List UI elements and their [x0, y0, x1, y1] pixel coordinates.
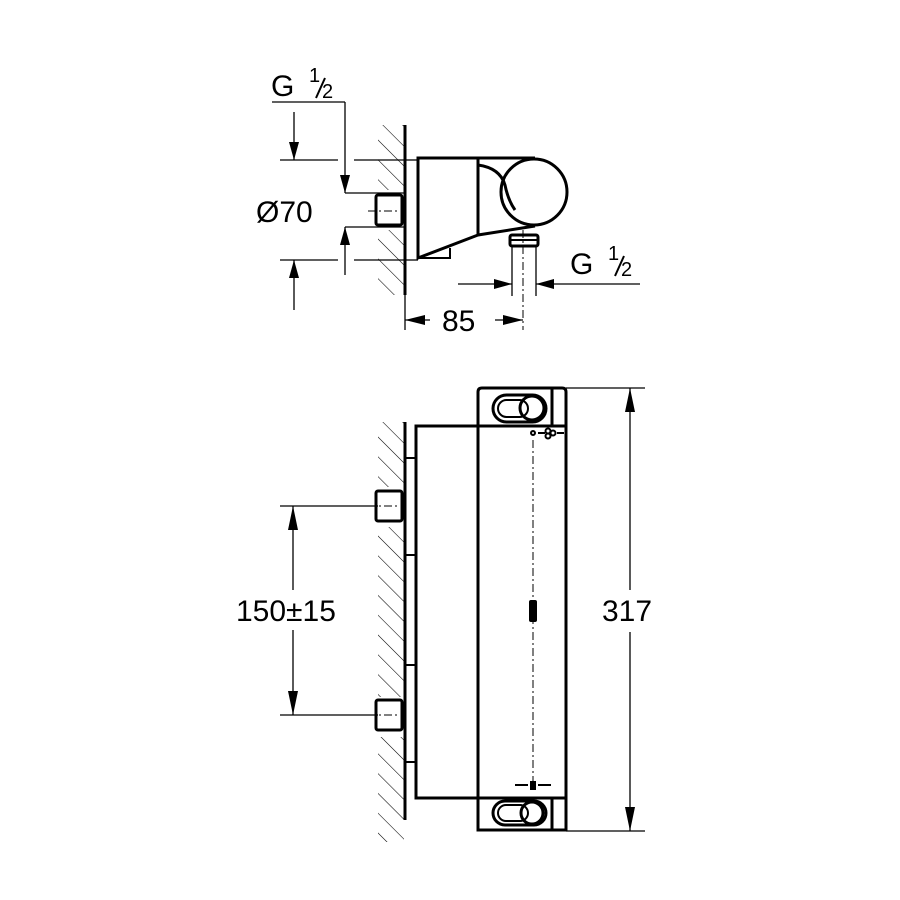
side-view: G 1 2 Ø70 85	[256, 65, 640, 338]
dim-lower-ref	[280, 259, 405, 310]
mixer-body-front	[476, 424, 568, 800]
dim-outlet-thread: G 1 2	[458, 243, 640, 289]
mixer-body-back	[405, 424, 480, 800]
bottom-cap	[476, 798, 568, 832]
wall-hatch-side	[370, 125, 407, 295]
outlet-thread-den: 2	[621, 259, 632, 281]
mixer-body-side	[416, 156, 569, 330]
inlet-fitting-side	[345, 192, 406, 228]
outlet-thread-num: 1	[608, 243, 619, 265]
dim-depth: 85	[404, 295, 523, 338]
top-handle-slot-icon	[491, 393, 548, 424]
outlet-thread-prefix: G	[570, 248, 593, 281]
wall-hatch-front	[370, 422, 407, 842]
dim-diameter: Ø70	[256, 196, 350, 275]
dim-inlet-spacing: 150±15	[236, 505, 378, 716]
inlet-spacing-label: 150±15	[236, 595, 336, 628]
bottom-handle-slot-icon	[491, 799, 548, 827]
dim-height: 317	[566, 387, 652, 832]
inlet-thread-den: 2	[322, 81, 333, 103]
top-cap	[476, 386, 568, 426]
depth-label: 85	[442, 305, 475, 338]
diameter-label: Ø70	[256, 196, 313, 229]
front-view: 150±15 317	[236, 386, 652, 842]
dim-inlet-thread: G 1 2	[271, 65, 405, 193]
inlet-thread-num: 1	[309, 65, 320, 87]
inlet-thread-prefix: G	[271, 70, 294, 103]
height-label: 317	[602, 595, 652, 628]
